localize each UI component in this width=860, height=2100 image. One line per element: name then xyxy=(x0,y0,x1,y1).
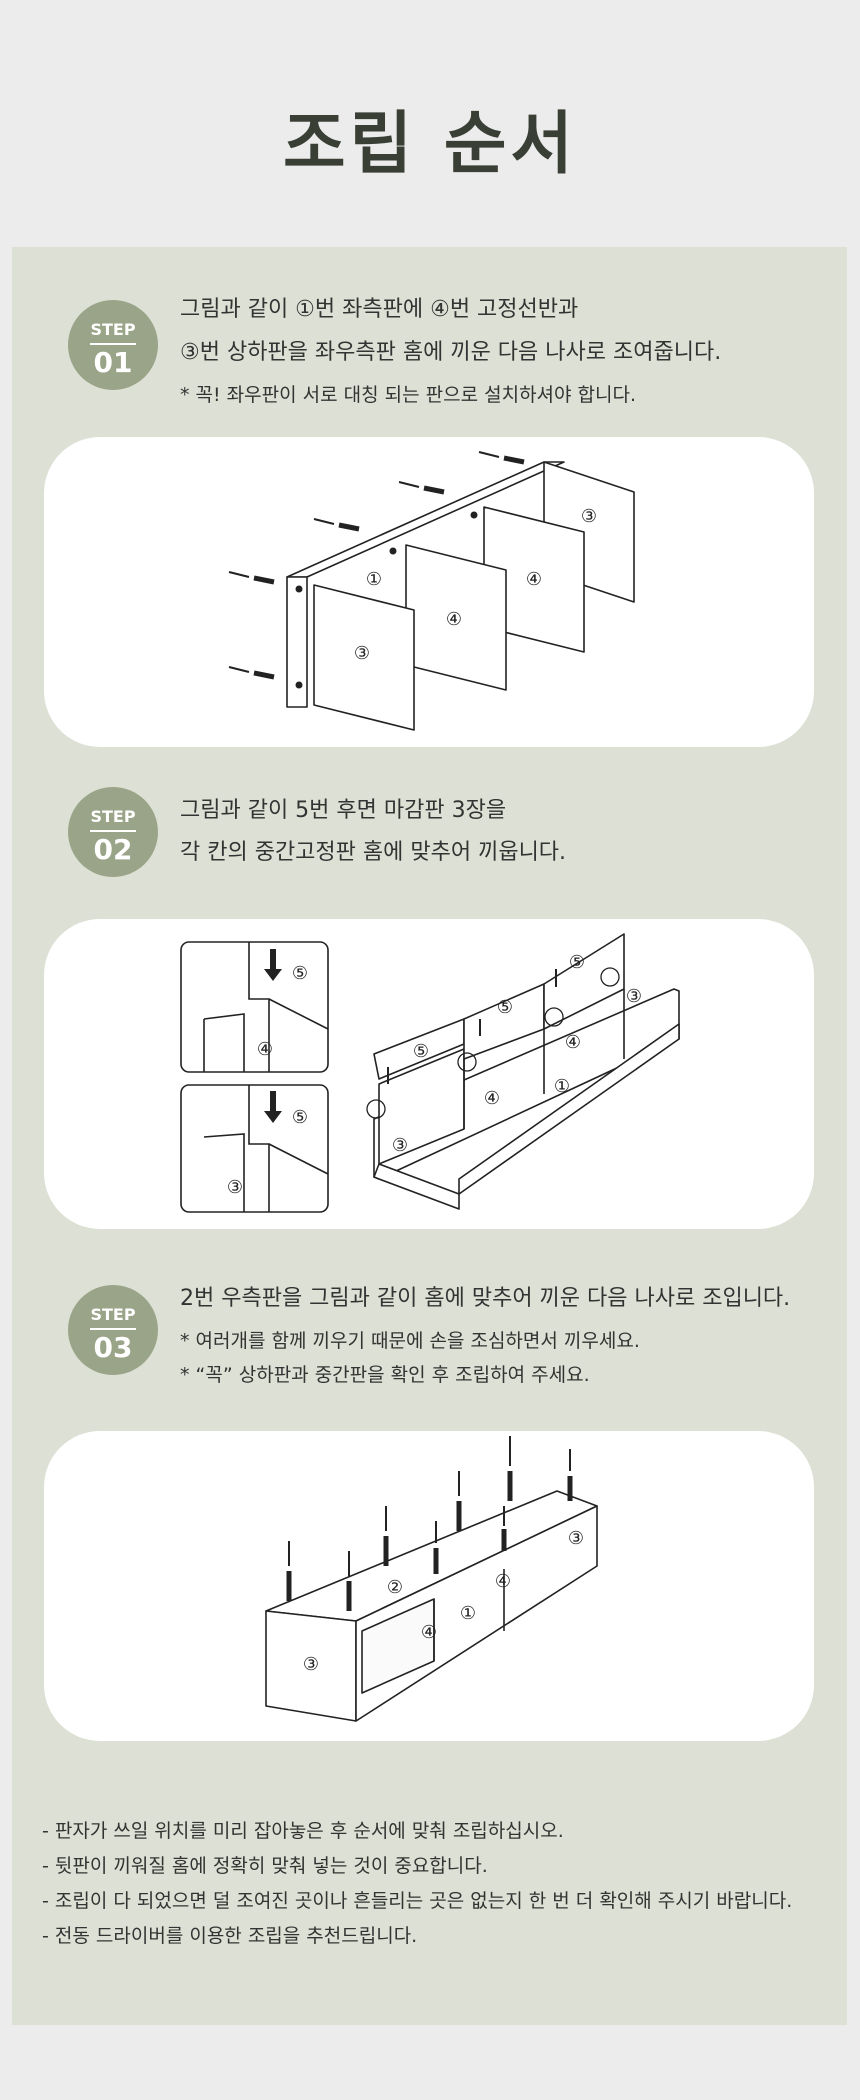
step-03-note-2: * “꼭” 상하판과 중간판을 확인 후 조립하여 주세요. xyxy=(180,1364,590,1386)
step-badge-02: STEP 02 xyxy=(68,787,158,877)
step-divider xyxy=(90,1328,136,1330)
part-label: ④ xyxy=(257,1039,273,1060)
part-label: ⑤ xyxy=(569,952,585,973)
step-01-illustration: ① ④ ④ ③ ③ xyxy=(44,437,814,747)
part-label: ④ xyxy=(421,1622,437,1643)
footer-note-3: - 조립이 다 되었으면 덜 조여진 곳이나 흔들리는 곳은 없는지 한 번 더… xyxy=(42,1890,793,1912)
part-label: ④ xyxy=(446,609,462,630)
part-label: ① xyxy=(554,1076,570,1097)
step-03-illustration: ② ④ ① ④ ③ ③ xyxy=(44,1431,814,1741)
part-label: ⑤ xyxy=(292,963,308,984)
step-number: 02 xyxy=(93,833,133,866)
part-label: ⑤ xyxy=(413,1041,429,1062)
step-01-line-2: ③번 상하판을 좌우측판 홈에 끼운 다음 나사로 조여줍니다. xyxy=(180,340,722,365)
part-label: ① xyxy=(460,1603,476,1624)
step-badge-03: STEP 03 xyxy=(68,1285,158,1375)
step-label: STEP xyxy=(90,807,136,826)
part-label: ③ xyxy=(568,1528,584,1549)
step-02-line-2: 각 칸의 중간고정판 홈에 맞추어 끼웁니다. xyxy=(180,840,567,865)
part-label: ③ xyxy=(303,1654,319,1675)
step-03-diagram: ② ④ ① ④ ③ ③ xyxy=(265,1436,598,1722)
step-number: 03 xyxy=(93,1331,133,1364)
part-label: ③ xyxy=(354,643,370,664)
footer-note-2: - 뒷판이 끼워질 홈에 정확히 맞춰 넣는 것이 중요합니다. xyxy=(42,1855,488,1877)
part-label: ④ xyxy=(526,569,542,590)
part-label: ④ xyxy=(484,1088,500,1109)
part-label: ③ xyxy=(581,506,597,527)
step-01-note-1: * 꼭! 좌우판이 서로 대칭 되는 판으로 설치하셔야 합니다. xyxy=(180,384,637,406)
part-label: ② xyxy=(387,1577,403,1598)
step-divider xyxy=(90,343,136,345)
step-label: STEP xyxy=(90,1305,136,1324)
step-label: STEP xyxy=(90,320,136,339)
step-02-line-1: 그림과 같이 5번 후면 마감판 3장을 xyxy=(180,798,507,823)
step-divider xyxy=(90,830,136,832)
part-label: ① xyxy=(366,569,382,590)
footer-note-4: - 전동 드라이버를 이용한 조립을 추천드립니다. xyxy=(42,1925,418,1947)
part-label: ③ xyxy=(626,986,642,1007)
part-label: ⑤ xyxy=(292,1107,308,1128)
part-label: ③ xyxy=(227,1177,243,1198)
part-label: ④ xyxy=(495,1571,511,1592)
step-01-line-1: 그림과 같이 ①번 좌측판에 ④번 고정선반과 xyxy=(180,297,579,322)
step-01-diagram: ① ④ ④ ③ ③ xyxy=(228,451,635,731)
step-badge-01: STEP 01 xyxy=(68,300,158,390)
step-03-note-1: * 여러개를 함께 끼우기 때문에 손을 조심하면서 끼우세요. xyxy=(180,1330,640,1352)
footer-note-1: - 판자가 쓰일 위치를 미리 잡아놓은 후 순서에 맞춰 조립하십시오. xyxy=(42,1820,564,1842)
part-label: ⑤ xyxy=(497,997,513,1018)
part-label: ③ xyxy=(392,1135,408,1156)
step-02-illustration: ⑤ ④ ⑤ ③ ⑤ ⑤ ⑤ ③ ④ ① ④ ③ xyxy=(44,919,814,1229)
step-number: 01 xyxy=(93,346,133,379)
page-title: 조립 순서 xyxy=(283,105,577,184)
step-03-line-1: 2번 우측판을 그림과 같이 홈에 맞추어 끼운 다음 나사로 조입니다. xyxy=(180,1286,791,1311)
part-label: ④ xyxy=(565,1032,581,1053)
step-02-diagram: ⑤ ④ ⑤ ③ ⑤ ⑤ ⑤ ③ ④ ① ④ ③ xyxy=(180,933,680,1213)
